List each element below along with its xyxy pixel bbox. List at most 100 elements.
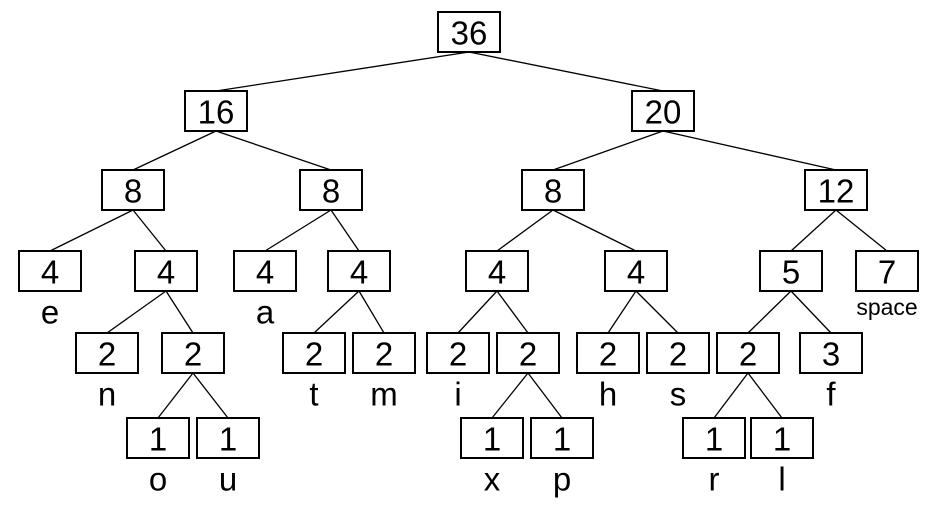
tree-edge bbox=[330, 209, 360, 252]
tree-node-36: 36 bbox=[437, 11, 501, 53]
node-value: 2 bbox=[739, 336, 757, 373]
tree-edge bbox=[496, 290, 529, 334]
node-value: 1 bbox=[705, 421, 723, 458]
tree-node-5: 5 bbox=[759, 250, 823, 292]
tree-edge bbox=[192, 372, 229, 419]
tree-node-4: 4 bbox=[134, 250, 198, 292]
tree-edge bbox=[747, 290, 792, 334]
leaf-label: a bbox=[256, 294, 275, 331]
node-value: 2 bbox=[375, 336, 393, 373]
leaf-label: h bbox=[599, 376, 617, 413]
tree-edge bbox=[607, 290, 637, 334]
node-box bbox=[101, 169, 165, 211]
tree-node-8: 8 bbox=[299, 169, 363, 211]
leaf-label: e bbox=[41, 294, 59, 331]
tree-edges bbox=[49, 51, 888, 419]
node-value: 2 bbox=[98, 336, 116, 373]
node-value: 8 bbox=[322, 173, 340, 210]
leaf-label: u bbox=[219, 461, 237, 498]
tree-edge bbox=[215, 51, 470, 92]
node-value: 4 bbox=[488, 254, 506, 291]
tree-node-12: 12 bbox=[804, 169, 868, 211]
leaf-node-e: 4e bbox=[18, 250, 82, 331]
node-box bbox=[496, 332, 560, 374]
node-box bbox=[18, 250, 82, 292]
node-box bbox=[426, 332, 490, 374]
node-value: 2 bbox=[669, 336, 687, 373]
leaf-label: x bbox=[484, 461, 501, 498]
tree-edge bbox=[790, 290, 832, 334]
tree-node-4: 4 bbox=[465, 250, 529, 292]
node-box bbox=[465, 250, 529, 292]
tree-edge bbox=[790, 209, 837, 252]
leaf-label: space bbox=[856, 294, 917, 320]
node-box bbox=[646, 332, 710, 374]
tree-edge bbox=[49, 209, 134, 252]
leaf-node-i: 2i bbox=[426, 332, 490, 413]
tree-edge bbox=[313, 290, 360, 334]
node-box bbox=[460, 417, 524, 459]
leaf-node-l: 1l bbox=[750, 417, 814, 498]
tree-edge bbox=[496, 209, 554, 252]
tree-edge bbox=[165, 290, 194, 334]
node-box bbox=[799, 332, 863, 374]
tree-edge bbox=[264, 209, 332, 252]
node-box bbox=[521, 169, 585, 211]
node-value: 4 bbox=[256, 254, 274, 291]
node-box bbox=[682, 417, 746, 459]
leaf-label: p bbox=[553, 461, 571, 498]
tree-edge bbox=[215, 130, 332, 171]
node-value: 20 bbox=[645, 94, 682, 131]
leaf-node-n: 2n bbox=[75, 332, 139, 413]
leaf-node-p: 1p bbox=[530, 417, 594, 498]
node-box bbox=[855, 250, 919, 292]
node-box bbox=[184, 90, 248, 132]
node-box bbox=[750, 417, 814, 459]
node-value: 2 bbox=[305, 336, 323, 373]
node-value: 4 bbox=[627, 254, 645, 291]
tree-edge bbox=[747, 372, 783, 419]
node-box bbox=[282, 332, 346, 374]
tree-edge bbox=[491, 372, 529, 419]
leaf-node-a: 4a bbox=[233, 250, 297, 331]
node-box bbox=[233, 250, 297, 292]
node-value: 8 bbox=[124, 173, 142, 210]
node-box bbox=[759, 250, 823, 292]
node-value: 2 bbox=[519, 336, 537, 373]
node-value: 4 bbox=[350, 254, 368, 291]
leaf-label: t bbox=[309, 376, 318, 413]
node-value: 2 bbox=[184, 336, 202, 373]
node-box bbox=[716, 332, 780, 374]
tree-node-4: 4 bbox=[327, 250, 391, 292]
tree-edge bbox=[468, 51, 664, 92]
node-box bbox=[299, 169, 363, 211]
leaf-label: o bbox=[149, 461, 167, 498]
leaf-label: i bbox=[454, 376, 461, 413]
tree-node-2: 2 bbox=[161, 332, 225, 374]
leaf-node-t: 2t bbox=[282, 332, 346, 413]
leaf-node-x: 1x bbox=[460, 417, 524, 498]
tree-edge bbox=[835, 209, 888, 252]
node-value: 12 bbox=[818, 173, 855, 210]
tree-edge bbox=[713, 372, 749, 419]
node-value: 4 bbox=[157, 254, 175, 291]
tree-node-2: 2 bbox=[716, 332, 780, 374]
leaf-label: n bbox=[98, 376, 116, 413]
node-value: 4 bbox=[41, 254, 59, 291]
tree-edge bbox=[552, 130, 664, 171]
tree-node-8: 8 bbox=[521, 169, 585, 211]
leaf-label: l bbox=[778, 461, 785, 498]
tree-node-8: 8 bbox=[101, 169, 165, 211]
node-value: 8 bbox=[544, 173, 562, 210]
node-value: 1 bbox=[149, 421, 167, 458]
node-box bbox=[604, 250, 668, 292]
tree-edge bbox=[552, 209, 637, 252]
leaf-label: m bbox=[370, 376, 398, 413]
node-value: 5 bbox=[782, 254, 800, 291]
tree-node-16: 16 bbox=[184, 90, 248, 132]
leaf-node-m: 2m bbox=[352, 332, 416, 413]
tree-edge bbox=[157, 372, 194, 419]
